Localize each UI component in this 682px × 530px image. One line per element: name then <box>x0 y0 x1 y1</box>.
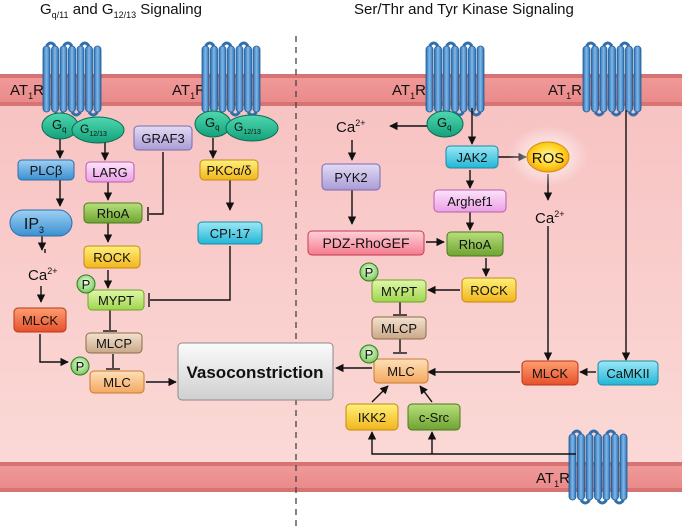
svg-text:IKK2: IKK2 <box>358 410 386 425</box>
rhoa-right-node: RhoA <box>446 231 504 257</box>
title-right: Ser/Thr and Tyr Kinase Signaling <box>354 1 574 18</box>
svg-text:MLCP: MLCP <box>381 321 417 336</box>
at1r-receptor-left-2 <box>201 41 261 117</box>
at1r-receptor-bottom <box>568 429 628 505</box>
svg-text:CaMKII: CaMKII <box>606 366 649 381</box>
svg-text:JAK2: JAK2 <box>456 150 487 165</box>
svg-text:Arghef1: Arghef1 <box>447 194 493 209</box>
ca-right-2: Ca2+ <box>535 209 564 227</box>
camkii-node: CaMKII <box>597 360 659 386</box>
svg-text:Ca2+: Ca2+ <box>336 118 365 136</box>
mlcp-left-node: MLCP <box>85 332 143 354</box>
plcb-node: PLCβ <box>17 159 75 181</box>
svg-text:G12/13: G12/13 <box>234 120 261 136</box>
gq-protein-left-2: Gq <box>194 110 232 138</box>
mlck-right-node: MLCK <box>521 360 579 386</box>
svg-text:Vasoconstriction: Vasoconstriction <box>187 363 324 382</box>
svg-text:G12/13: G12/13 <box>80 122 107 138</box>
pkc-node: PKCα/δ <box>199 159 259 181</box>
svg-text:P: P <box>365 347 374 362</box>
larg-node: LARG <box>85 161 135 183</box>
ikk2-node: IKK2 <box>345 403 399 431</box>
svg-text:Ca2+: Ca2+ <box>535 209 564 227</box>
phospho-mlc-right: P <box>359 344 379 364</box>
svg-text:PLCβ: PLCβ <box>30 163 63 178</box>
svg-text:PYK2: PYK2 <box>334 170 367 185</box>
svg-text:ROCK: ROCK <box>470 283 508 298</box>
at1r-label-left-1: AT1R <box>10 82 44 101</box>
mlc-right-node: MLC <box>373 358 429 384</box>
svg-text:PDZ-RhoGEF: PDZ-RhoGEF <box>322 235 409 251</box>
svg-text:P: P <box>365 265 374 280</box>
svg-text:MYPT: MYPT <box>98 293 134 308</box>
svg-text:CPI-17: CPI-17 <box>210 226 250 241</box>
phospho-mypt-left: P <box>76 274 96 294</box>
svg-text:Gq: Gq <box>437 115 452 132</box>
svg-text:MLCP: MLCP <box>96 336 132 351</box>
at1r-receptor-right-2 <box>582 41 642 117</box>
svg-text:RhoA: RhoA <box>459 237 492 252</box>
svg-text:AT1R: AT1R <box>548 82 582 101</box>
membrane-bottom <box>0 462 682 492</box>
at1r-receptor-left-1 <box>42 41 102 117</box>
mlck-left-node: MLCK <box>13 307 67 333</box>
csrc-node: c-Src <box>407 403 461 431</box>
svg-text:P: P <box>82 277 91 292</box>
ca-right-1: Ca2+ <box>336 118 365 136</box>
phospho-mypt-right: P <box>359 262 379 282</box>
ros-node: ROS <box>508 126 588 186</box>
mlcp-right-node: MLCP <box>371 316 427 340</box>
membrane-top <box>0 74 682 106</box>
rock-left-node: ROCK <box>83 245 141 269</box>
at1r-receptor-right-1 <box>425 41 485 117</box>
svg-text:c-Src: c-Src <box>419 410 450 425</box>
mlc-left-node: MLC <box>89 370 145 394</box>
svg-text:Gq: Gq <box>205 115 220 132</box>
svg-text:PKCα/δ: PKCα/δ <box>206 163 251 178</box>
svg-text:ROCK: ROCK <box>93 250 131 265</box>
svg-text:MLC: MLC <box>103 375 130 390</box>
svg-text:GRAF3: GRAF3 <box>141 131 184 146</box>
svg-text:AT1R: AT1R <box>172 82 206 101</box>
g1213-protein-left: G12/13 <box>71 116 125 144</box>
svg-text:Gq: Gq <box>52 117 67 134</box>
svg-text:MLC: MLC <box>387 364 414 379</box>
rock-right-node: ROCK <box>461 277 517 303</box>
pdz-rhogef-node: PDZ-RhoGEF <box>307 230 425 256</box>
jak2-node: JAK2 <box>445 145 499 169</box>
svg-text:IP3: IP3 <box>24 216 44 235</box>
phospho-mlc-left: P <box>70 356 90 376</box>
at1r-label-right-1: AT1R <box>392 82 426 101</box>
svg-text:LARG: LARG <box>92 165 127 180</box>
svg-text:MLCK: MLCK <box>532 366 568 381</box>
connector-lines <box>36 108 631 455</box>
at1r-label-bottom: AT1R <box>536 470 570 489</box>
svg-text:MLCK: MLCK <box>22 313 58 328</box>
g1213-protein-left-2: G12/13 <box>225 114 279 142</box>
vasoconstriction-box: Vasoconstriction <box>177 342 334 401</box>
svg-text:AT1R: AT1R <box>10 82 44 101</box>
at1r-label-right-2: AT1R <box>548 82 582 101</box>
mypt-right-node: MYPT <box>371 279 427 303</box>
at1r-label-left-2: AT1R <box>172 82 206 101</box>
svg-text:P: P <box>76 359 85 374</box>
cpi17-node: CPI-17 <box>197 221 263 245</box>
graf3-node: GRAF3 <box>133 125 193 151</box>
mypt-left-node: MYPT <box>87 289 145 311</box>
rhoa-left-node: RhoA <box>83 202 143 224</box>
svg-text:RhoA: RhoA <box>97 206 130 221</box>
arghef1-node: Arghef1 <box>433 189 507 213</box>
svg-text:MYPT: MYPT <box>381 284 417 299</box>
ca-left: Ca2+ <box>28 266 57 284</box>
svg-text:ROS: ROS <box>532 150 565 167</box>
svg-text:AT1R: AT1R <box>536 470 570 489</box>
gq-protein-right: Gq <box>426 110 464 138</box>
pyk2-node: PYK2 <box>321 163 381 191</box>
title-left: Gq/11 and G12/13 Signaling <box>40 1 202 20</box>
ip3-node: IP3 <box>9 209 73 237</box>
svg-text:Ca2+: Ca2+ <box>28 266 57 284</box>
svg-text:AT1R: AT1R <box>392 82 426 101</box>
